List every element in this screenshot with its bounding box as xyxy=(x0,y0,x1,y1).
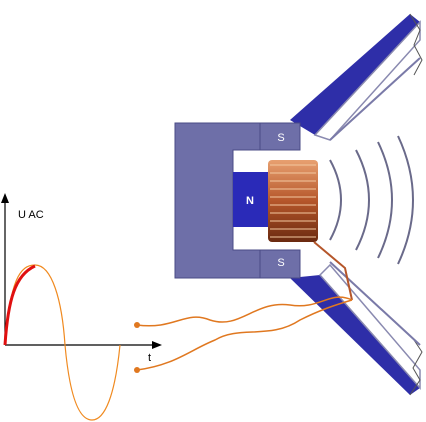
north-pole xyxy=(233,172,273,227)
wire-upper xyxy=(136,296,353,327)
voice-coil-icon xyxy=(268,160,353,301)
coil-body xyxy=(268,160,318,242)
ac-waveform xyxy=(4,264,121,421)
cone-outer-line xyxy=(329,57,421,141)
coil-lead xyxy=(313,241,353,301)
cone-upper-inner xyxy=(313,20,421,141)
north-label: N xyxy=(246,195,254,207)
south-label-top: S xyxy=(277,132,284,144)
south-pole-bottom xyxy=(259,249,301,279)
sound-wave-2 xyxy=(355,149,370,251)
wire-lower xyxy=(136,299,353,371)
magnet: S S N xyxy=(174,122,301,279)
south-pole-top xyxy=(259,122,301,151)
terminal-dot-icon xyxy=(134,322,140,328)
speaker-cone xyxy=(290,13,423,396)
ac-waveform-highlight xyxy=(3,264,36,346)
y-axis-arrow xyxy=(1,193,9,203)
x-axis-arrow xyxy=(152,341,162,349)
sound-wave-4 xyxy=(397,135,414,265)
ac-voltage-graph: U AC t xyxy=(1,193,162,421)
cone-outer-line-lower xyxy=(329,261,421,346)
cone-lower-inner xyxy=(318,263,421,390)
coil-windings xyxy=(270,164,316,238)
south-label-bottom: S xyxy=(277,257,284,269)
sound-wave-3 xyxy=(377,141,393,259)
sound-waves-icon xyxy=(329,135,414,265)
signal-wires xyxy=(136,296,353,371)
terminal-dot-icon xyxy=(134,367,140,373)
cone-lower-edge xyxy=(409,339,423,396)
cone-upper-surface xyxy=(290,14,420,135)
cone-upper-edge xyxy=(409,13,423,76)
sound-wave-1 xyxy=(329,159,342,241)
y-axis-label: U AC xyxy=(18,209,44,221)
cone-lower-surface xyxy=(290,275,420,395)
x-axis-label: t xyxy=(148,352,151,364)
